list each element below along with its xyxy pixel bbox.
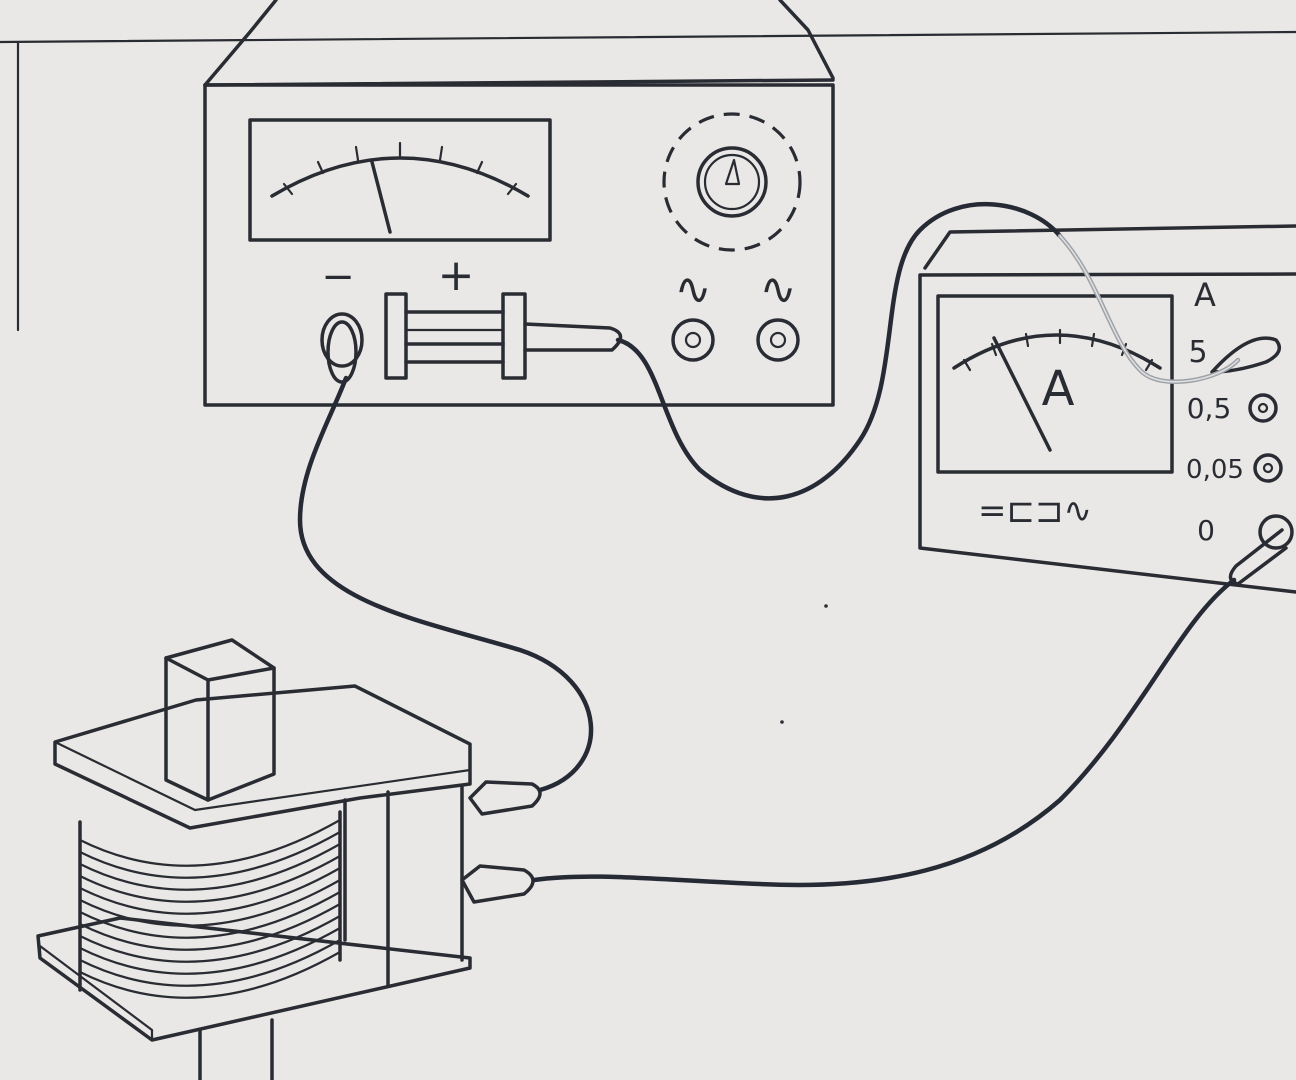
coil-terminal-upper[interactable] <box>468 780 542 816</box>
supply-minus-label: − <box>321 254 355 300</box>
ammeter-housing <box>918 224 1296 594</box>
ammeter-range-5: 5 <box>1188 335 1207 370</box>
supply-meter-ticks <box>282 141 518 196</box>
ammeter-socket-0-05a[interactable] <box>1253 453 1283 483</box>
ammeter-common-label: 0 <box>1197 514 1215 547</box>
wire-plus-to-ammeter <box>615 201 1063 501</box>
ammeter-socket-0-5a[interactable] <box>1248 393 1278 423</box>
supply-housing-top <box>203 0 835 87</box>
ammeter-meter-ticks <box>962 328 1154 372</box>
power-supply: − + ∿ ∿ <box>203 0 835 407</box>
ammeter-needle <box>992 336 1052 452</box>
supply-minus-terminal[interactable] <box>320 312 364 384</box>
supply-plus-label: + <box>438 250 475 301</box>
ammeter: A A 5 0,5 0,05 0 =⊏⊐∿ <box>918 224 1296 594</box>
page-frame <box>0 30 1296 332</box>
coil-base-plate <box>36 916 472 1042</box>
supply-ac-right-label: ∿ <box>760 264 797 315</box>
supply-meter <box>248 118 552 242</box>
ammeter-unit-label: A <box>1194 276 1216 314</box>
wire-ammeter-to-coil <box>531 577 1237 888</box>
ammeter-mode-symbols: =⊏⊐∿ <box>978 491 1092 531</box>
ammeter-socket-5a[interactable] <box>1210 336 1282 374</box>
ammeter-range-0-05: 0,05 <box>1186 455 1244 485</box>
supply-front-panel <box>203 83 835 407</box>
supply-ac-left-label: ∿ <box>675 264 712 315</box>
supply-ac-socket-right[interactable] <box>756 318 800 362</box>
supply-meter-needle <box>370 160 392 234</box>
coil-electromagnet <box>36 638 542 1080</box>
print-dot <box>824 604 828 608</box>
coil-windings <box>78 818 342 999</box>
supply-ac-socket-left[interactable] <box>671 318 715 362</box>
coil-terminal-lower[interactable] <box>460 864 535 904</box>
ammeter-dial-letter: A <box>1042 361 1075 417</box>
iron-block <box>164 638 276 802</box>
ammeter-meter: A <box>936 294 1174 474</box>
wire-minus-to-coil <box>297 375 594 793</box>
supply-plus-terminal-clamp[interactable] <box>384 292 623 380</box>
ammeter-socket-common[interactable] <box>1228 514 1294 586</box>
ammeter-range-0-5: 0,5 <box>1187 392 1232 425</box>
voltage-knob[interactable] <box>662 112 802 252</box>
coil-top-plate <box>53 684 472 830</box>
wires <box>297 201 1241 888</box>
print-dot <box>780 720 784 724</box>
